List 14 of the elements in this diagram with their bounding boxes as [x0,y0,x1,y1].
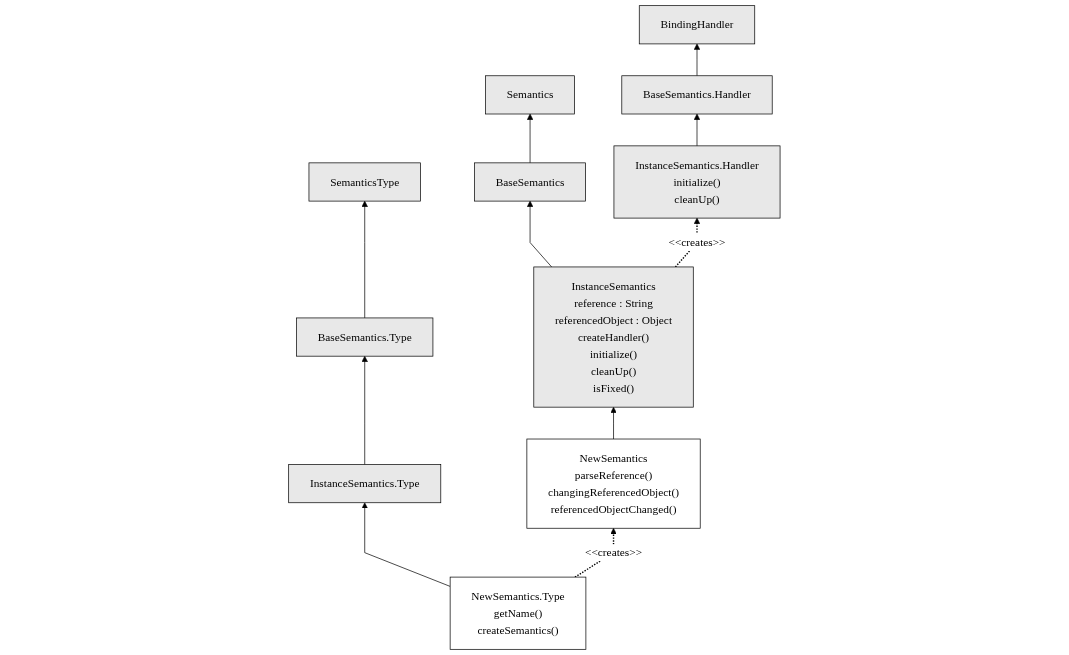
node-box: BaseSemantics.Type [296,317,434,357]
arrow [674,217,701,268]
edge-label: <<creates>> [668,236,726,249]
node-box: SemanticsType [308,162,421,202]
node-box: InstanceSemantics.Handler initialize() cleanUp() [613,145,781,219]
node-box: BaseSemantics.Handler [621,75,773,115]
node-box: BaseSemantics [474,162,587,202]
edge-label: <<creates>> [585,546,643,559]
node-box: NewSemantics parseReference() changingReferencedObject() referencedObjectChanged() [526,438,701,529]
node-box: NewSemantics.Type getName() createSemantics() [449,576,587,650]
node-box: Semantics [485,75,576,115]
node-box: BindingHandler [639,5,756,45]
node-box: InstanceSemantics reference : String referencedObject : Object createHandler() initialize() cleanUp() isFixed() [533,266,694,408]
node-box: InstanceSemantics.Type [288,464,442,504]
